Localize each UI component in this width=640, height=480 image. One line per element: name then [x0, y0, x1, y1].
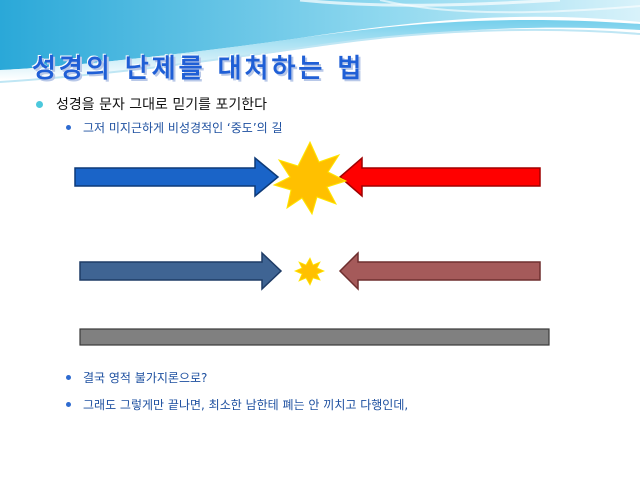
- bullet-text: 그저 미지근하게 비성경적인 ‘중도’의 길: [83, 121, 283, 135]
- bullet-text: 그래도 그렇게만 끝나면, 최소한 남한테 폐는 안 끼치고 다행인데,: [83, 398, 409, 412]
- bullet-level2: 결국 영적 불가지론으로?: [66, 369, 207, 386]
- bullet-dot-icon: [66, 125, 71, 130]
- bullet-dot-icon: [66, 375, 71, 380]
- arrow-right-blue: [74, 156, 280, 198]
- header-wave-background: [0, 0, 640, 83]
- bullet-level1: 성경을 문자 그대로 믿기를 포기한다: [36, 94, 267, 114]
- bullet-text: 결국 영적 불가지론으로?: [83, 371, 208, 385]
- bullet-level2: 그래도 그렇게만 끝나면, 최소한 남한테 폐는 안 끼치고 다행인데,: [66, 396, 408, 413]
- explosion-large-icon: [272, 140, 348, 216]
- bullet-dot-icon: [36, 100, 43, 108]
- arrow-right-slate: [79, 251, 283, 291]
- bullet-text: 성경을 문자 그대로 믿기를 포기한다: [56, 97, 267, 113]
- grey-bar: [79, 328, 550, 346]
- arrow-left-red: [338, 156, 541, 198]
- bullet-dot-icon: [66, 402, 71, 407]
- explosion-small-icon: [293, 257, 326, 286]
- slide-title: 성경의 난제를 대처하는 법: [32, 54, 365, 84]
- bullet-level2: 그저 미지근하게 비성경적인 ‘중도’의 길: [66, 119, 283, 136]
- arrow-left-rose: [338, 251, 541, 291]
